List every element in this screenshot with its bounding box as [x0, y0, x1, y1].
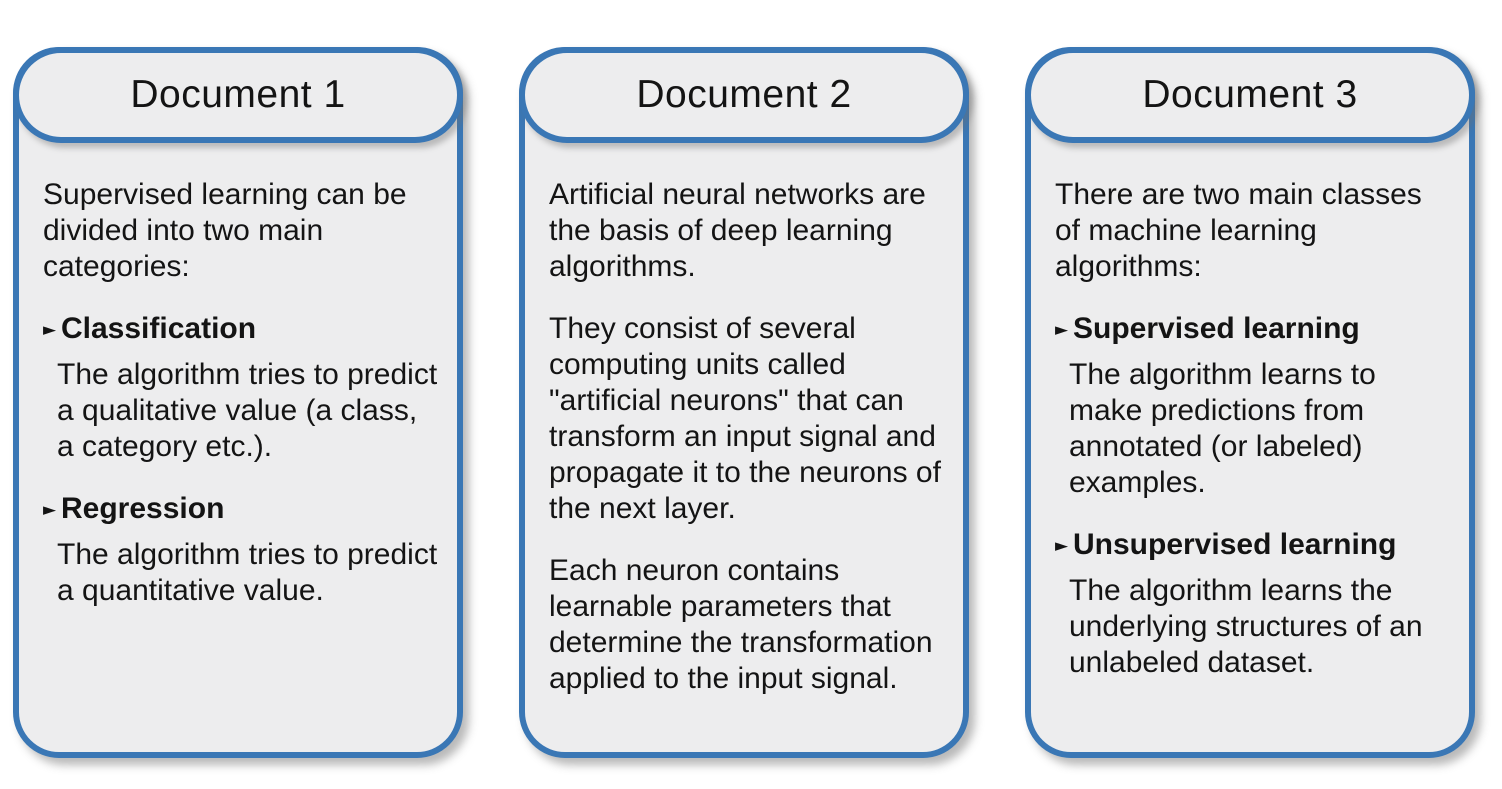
- document-card: Document 2 Artificial neural networks are…: [519, 47, 969, 758]
- bullet-label: Unsupervised learning: [1073, 528, 1397, 561]
- bullet-description: The algorithm learns the underlying stru…: [1069, 574, 1423, 679]
- document-title: Document 3: [1142, 73, 1358, 116]
- document-card-header: Document 3: [1025, 47, 1475, 143]
- right-triangle-bullet-icon: ►: [43, 320, 57, 340]
- bullet-line: ►Regression: [43, 491, 441, 531]
- bullet-description: The algorithm tries to predict a quantit…: [57, 538, 438, 607]
- document-card: Document 3 There are two main classes of …: [1025, 47, 1475, 758]
- document-card: Document 1 Supervised learning can be div…: [13, 47, 463, 758]
- document-card-header: Document 2: [519, 47, 969, 143]
- bullet-description: The algorithm tries to predict a qualita…: [57, 358, 438, 463]
- right-triangle-bullet-icon: ►: [1055, 320, 1069, 340]
- document-cards-row: Document 1 Supervised learning can be div…: [13, 47, 1475, 758]
- document-card-header: Document 1: [13, 47, 463, 143]
- bullet-line: ►Supervised learning: [1055, 311, 1453, 351]
- right-triangle-bullet-icon: ►: [43, 500, 57, 520]
- paragraph: Artificial neural networks are the basis…: [549, 178, 926, 283]
- paragraph: There are two main classes of machine le…: [1055, 178, 1422, 283]
- bullet-label: Classification: [61, 312, 257, 345]
- document-body: Supervised learning can be divided into …: [19, 143, 457, 609]
- right-triangle-bullet-icon: ►: [1055, 536, 1069, 556]
- paragraph: They consist of several computing units …: [549, 312, 941, 525]
- document-body: Artificial neural networks are the basis…: [525, 143, 963, 697]
- bullet-line: ►Classification: [43, 311, 441, 351]
- document-title: Document 2: [636, 73, 852, 116]
- document-body: There are two main classes of machine le…: [1031, 143, 1469, 681]
- bullet-description: The algorithm learns to make predictions…: [1069, 358, 1376, 499]
- document-title: Document 1: [130, 73, 346, 116]
- bullet-label: Supervised learning: [1073, 312, 1360, 345]
- paragraph: Each neuron contains learnable parameter…: [549, 554, 933, 695]
- bullet-line: ►Unsupervised learning: [1055, 527, 1453, 567]
- bullet-label: Regression: [61, 492, 225, 525]
- paragraph: Supervised learning can be divided into …: [43, 178, 407, 283]
